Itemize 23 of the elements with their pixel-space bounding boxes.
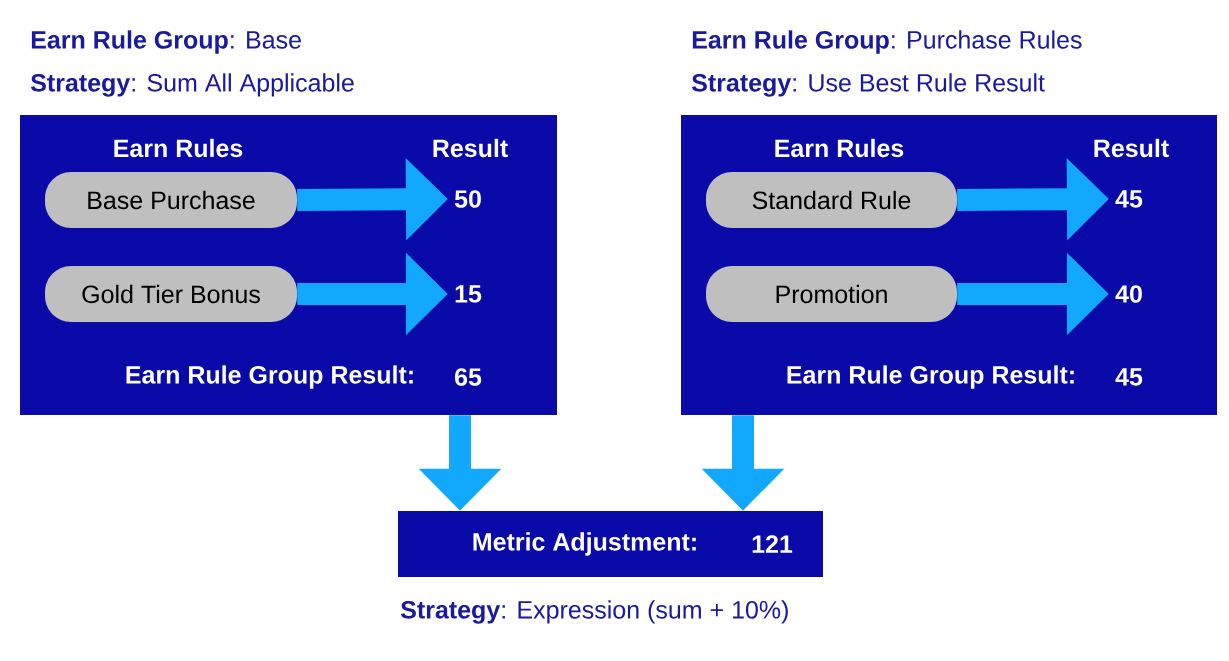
result-value: 50 <box>454 190 481 208</box>
metric-label: Metric Adjustment: <box>473 532 696 556</box>
result-value: 45 <box>1115 190 1143 208</box>
group-heading: Earn Rule Group: Purchase Rules <box>692 30 1082 54</box>
strategy-heading: Strategy: Sum All Applicable <box>30 73 354 97</box>
metric-value: 121 <box>752 535 793 553</box>
group-result-value: 65 <box>455 368 482 386</box>
column-header: Earn Rules <box>114 138 243 158</box>
rule-pill: Base Purchase <box>45 172 297 228</box>
strategy-heading: Strategy: Use Best Rule Result <box>691 73 1045 97</box>
rule-pill: Promotion <box>706 266 957 322</box>
rule-pill: Standard Rule <box>706 172 957 228</box>
strategy-caption: Strategy: Expression (sum + 10%) <box>400 600 788 624</box>
result-value: 15 <box>455 285 482 303</box>
group-heading: Earn Rule Group: Base <box>31 30 301 54</box>
group-result-label: Earn Rule Group Result: <box>787 365 1074 389</box>
result-value: 40 <box>1115 285 1142 303</box>
column-header: Result <box>433 138 508 158</box>
group-result-value: 45 <box>1115 368 1143 386</box>
column-header: Earn Rules <box>775 138 904 158</box>
column-header: Result <box>1094 138 1169 158</box>
group-result-label: Earn Rule Group Result: <box>126 365 413 389</box>
rule-pill: Gold Tier Bonus <box>45 266 297 322</box>
